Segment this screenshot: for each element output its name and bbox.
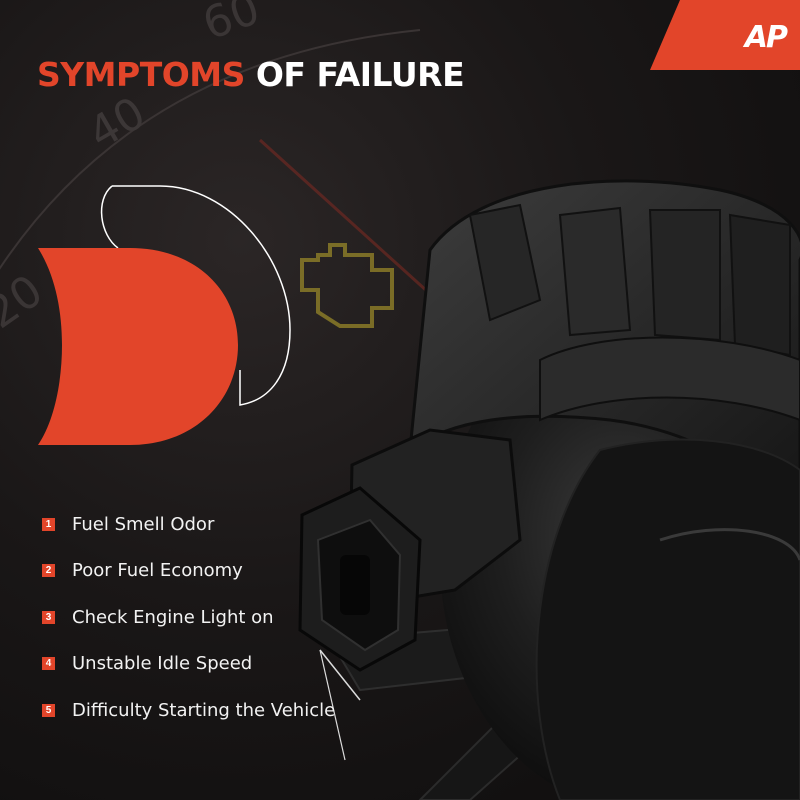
- list-item: 4 Unstable Idle Speed: [42, 652, 335, 676]
- gauge-number: 40: [80, 87, 154, 159]
- symptom-label: Poor Fuel Economy: [72, 560, 243, 581]
- number-badge: 3: [42, 610, 55, 624]
- accent-d-shape: [38, 248, 238, 445]
- gauge-number: 60: [196, 0, 266, 50]
- number-badge: 5: [42, 703, 55, 717]
- gauge-number: 20: [0, 265, 52, 339]
- symptom-label: Fuel Smell Odor: [72, 513, 215, 535]
- list-item: 2 Poor Fuel Economy: [42, 559, 335, 583]
- number-badge: 2: [42, 564, 55, 577]
- title-rest: OF FAILURE: [255, 55, 465, 94]
- list-item: 1 Fuel Smell Odor: [42, 512, 335, 536]
- gauge-arc: [0, 29, 421, 270]
- title-accent: SYMPTOMS: [37, 55, 245, 94]
- list-item: 3 Check Engine Light on: [42, 605, 335, 629]
- check-engine-icon: [300, 243, 394, 328]
- page-title: SYMPTOMS OF FAILURE: [37, 55, 465, 94]
- brand-logo-icon: [650, 0, 800, 70]
- symptom-label: Check Engine Light on: [72, 606, 274, 628]
- decorative-outline: [112, 185, 291, 406]
- list-item: 5 Difficulty Starting the Vehicle: [42, 698, 335, 722]
- purge-valve-photo: [298, 179, 800, 800]
- symptom-list: 1 Fuel Smell Odor 2 Poor Fuel Economy 3 …: [42, 512, 335, 745]
- symptom-label: Unstable Idle Speed: [72, 653, 253, 674]
- symptom-label: Difficulty Starting the Vehicle: [72, 699, 336, 721]
- brand-logo-text: AP: [744, 20, 788, 55]
- number-badge: 1: [42, 517, 55, 531]
- number-badge: 4: [42, 657, 55, 670]
